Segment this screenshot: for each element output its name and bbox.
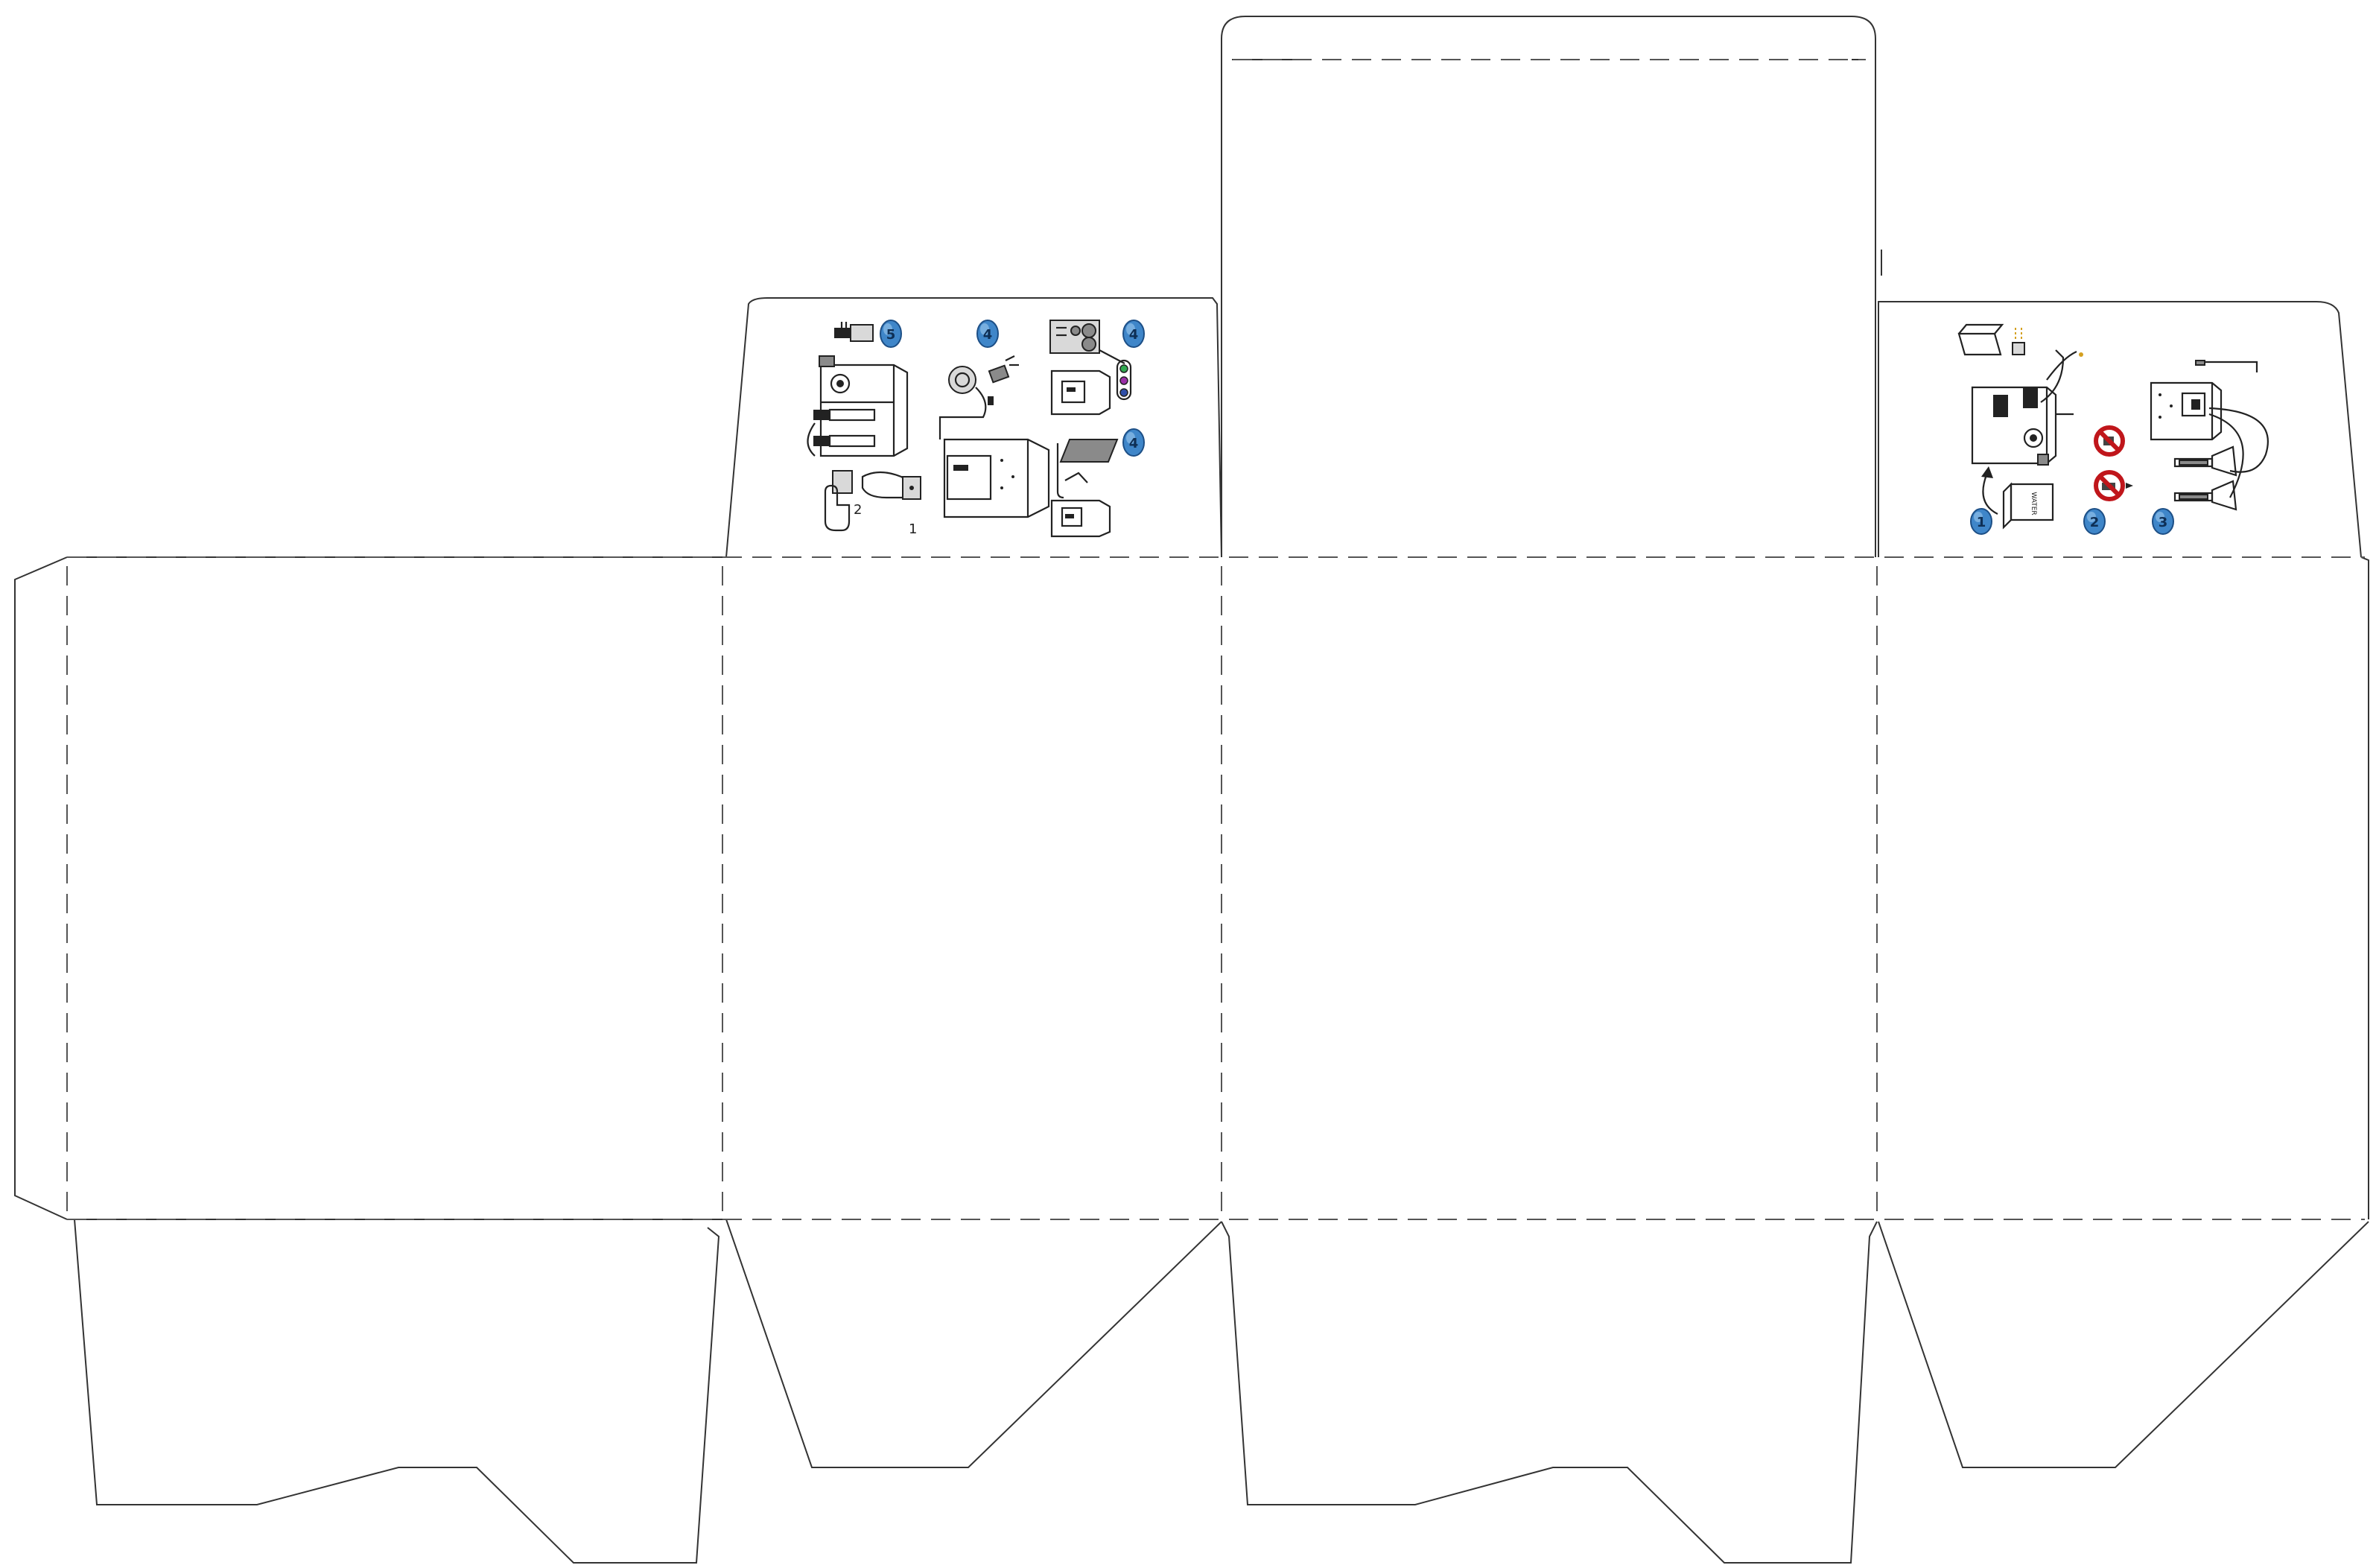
instructions-left: 5 4 4 4 <box>807 320 1145 538</box>
device-tower-illustration <box>1971 349 2083 466</box>
device-tower-illustration <box>807 355 909 457</box>
right-top-tuck-flap <box>1878 301 2362 558</box>
step-badge-label: 5 <box>886 327 896 343</box>
cut-lines <box>14 16 2369 1564</box>
step-badge-label: 3 <box>2159 515 2168 530</box>
hand-press-illustration: 2 1 <box>824 470 921 537</box>
step-badge: 3 <box>2152 508 2174 535</box>
step-badge-label: 4 <box>983 327 993 343</box>
bottom-flap-1 <box>74 1219 720 1564</box>
speaker-jacks-illustration <box>1050 359 1132 416</box>
plug-icon <box>834 322 874 342</box>
step-badge-label: 4 <box>1129 436 1139 451</box>
subwoofer-illustration <box>943 438 1050 518</box>
manual-card-icon <box>1957 323 2004 356</box>
step-badge: 4 <box>1122 428 1145 457</box>
fold-lines <box>66 59 2365 1220</box>
step-badge: 4 <box>976 320 999 348</box>
small-step-label: 1 <box>909 521 917 537</box>
step-badge: 1 <box>1970 508 1992 535</box>
connector-illustration <box>938 355 1019 439</box>
pc-back-illustration <box>1049 320 1125 364</box>
step-badge: 4 <box>1122 320 1145 348</box>
step-badge-label: 1 <box>1977 515 1986 530</box>
instructions-right: WATER <box>1957 323 2269 535</box>
hand-step-label: 2 <box>854 502 862 518</box>
no-water-icon <box>2094 425 2125 457</box>
step-badge-label: 2 <box>2090 515 2100 530</box>
step-badge: 2 <box>2083 508 2106 535</box>
satellite-speaker <box>2173 480 2237 511</box>
front-top-flap <box>1221 16 1876 557</box>
no-hand-icon <box>2094 470 2133 501</box>
cable-plug-icon <box>2012 328 2025 355</box>
laptop-illustration <box>1050 439 1119 538</box>
arrow-icon <box>1981 466 1998 515</box>
water-card-icon: WATER <box>2002 482 2054 530</box>
left-top-tuck-flap <box>725 297 1222 558</box>
speaker-illustration <box>2150 360 2269 498</box>
water-card-text: WATER <box>2030 492 2037 515</box>
bottom-flap-3 <box>1221 1221 1878 1564</box>
bottom-flap-2 <box>725 1219 1222 1468</box>
bottom-flap-4 <box>1878 1221 2369 1468</box>
back-right-edge <box>2360 556 2369 1219</box>
satellite-speaker <box>2173 445 2237 477</box>
glue-flap-outline <box>14 556 68 1220</box>
step-badge-label: 4 <box>1129 327 1139 343</box>
step-badge: 5 <box>880 320 902 348</box>
